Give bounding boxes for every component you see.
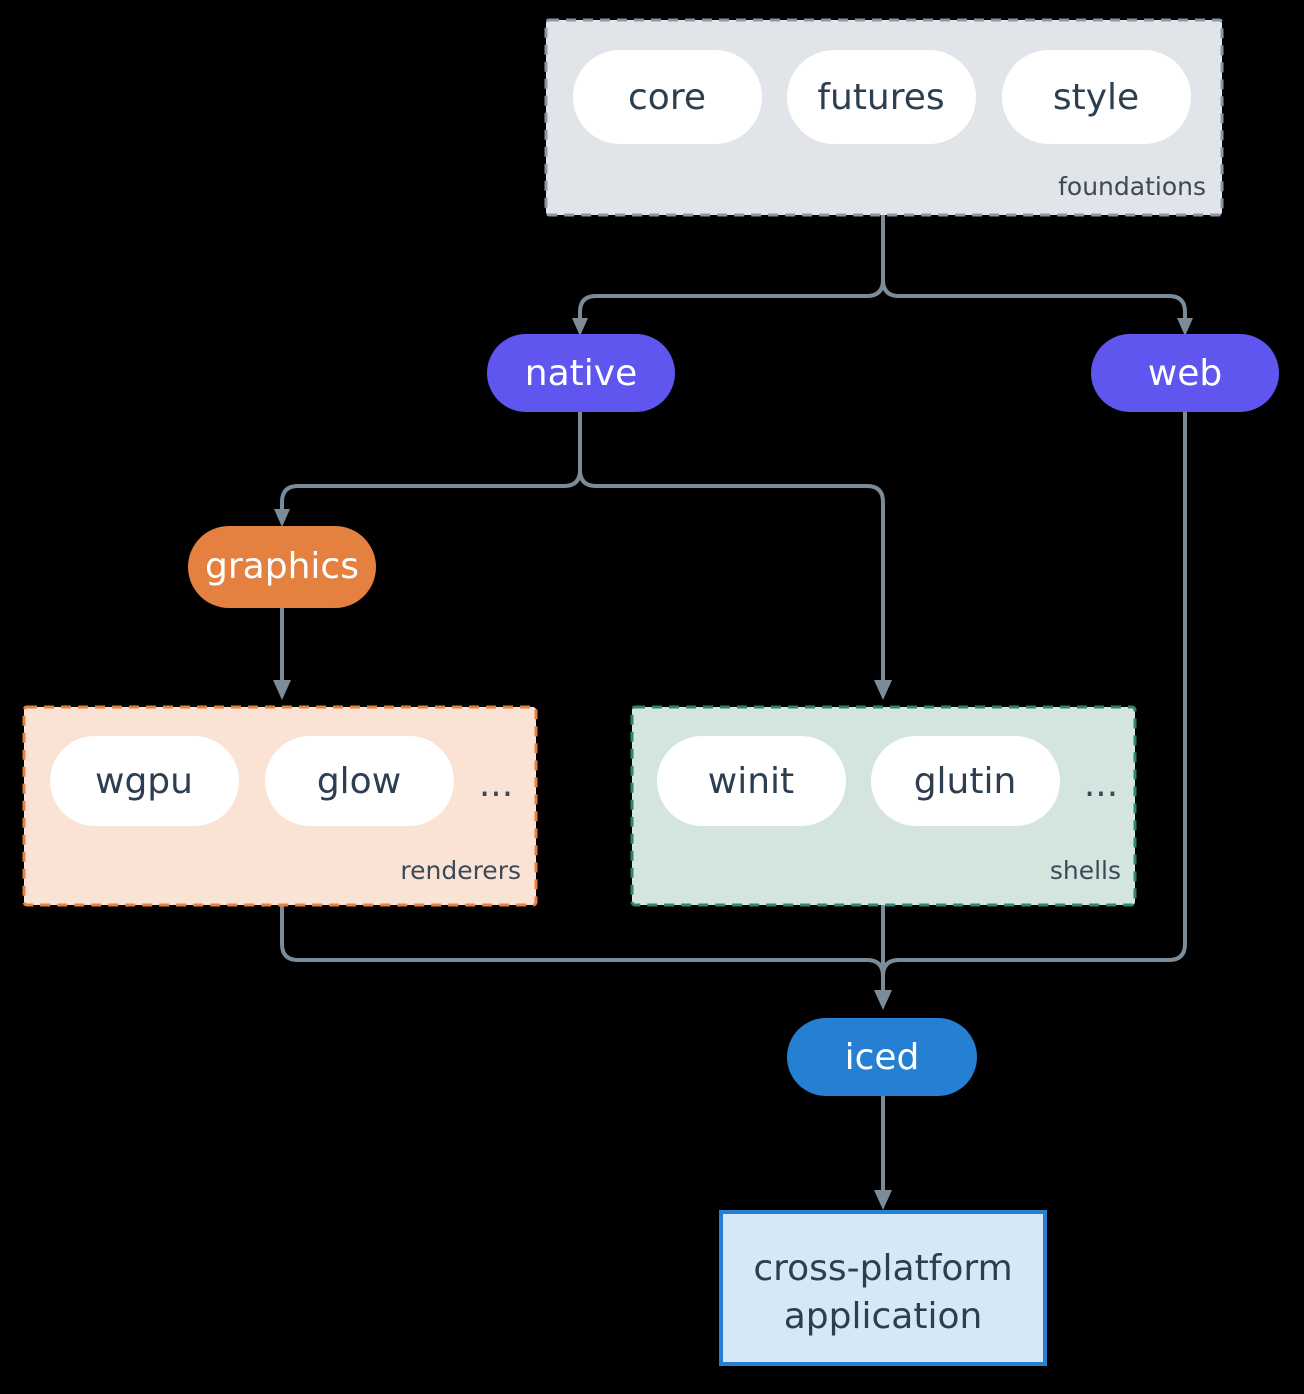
arrowhead-to-iced	[874, 990, 892, 1010]
leaf-wgpu-label: wgpu	[95, 761, 193, 802]
leaf-wgpu[interactable]: wgpu	[50, 736, 239, 826]
node-web-label: web	[1148, 353, 1222, 394]
leaf-futures-pill	[787, 50, 976, 144]
leaf-core[interactable]: core	[573, 50, 762, 144]
leaf-winit-pill	[657, 736, 846, 826]
node-graphics[interactable]: graphics	[188, 526, 376, 608]
terminal-cross-platform-application[interactable]: cross-platform application	[719, 1210, 1047, 1366]
arrowhead-iced-to-application	[874, 1190, 892, 1210]
group-foundations-label: foundations	[1058, 172, 1206, 201]
node-native-shape	[487, 334, 675, 412]
edge-foundations-to-web	[881, 213, 1187, 324]
leaf-glow-pill	[265, 736, 454, 826]
edge-foundations-to-native	[578, 213, 885, 324]
leaf-glutin-label: glutin	[914, 761, 1017, 802]
edge-layer	[273, 213, 1193, 1210]
node-native[interactable]: native	[487, 334, 675, 412]
leaf-renderers-ellipsis: ...	[479, 764, 513, 805]
node-iced-label: iced	[845, 1037, 920, 1078]
arrowhead-foundations-to-native	[572, 318, 588, 336]
node-iced-shape	[787, 1018, 977, 1096]
leaf-glow[interactable]: glow	[265, 736, 454, 826]
leaf-style[interactable]: style	[1002, 50, 1191, 144]
node-graphics-label: graphics	[205, 546, 359, 587]
leaf-futures-label: futures	[817, 77, 944, 118]
leaf-shells-ellipsis: ...	[1084, 764, 1118, 805]
group-renderers[interactable]: wgpu glow ... renderers	[22, 705, 538, 907]
node-native-label: native	[525, 353, 637, 394]
leaf-core-pill	[573, 50, 762, 144]
arrowhead-graphics-to-renderers	[273, 680, 291, 700]
leaf-glow-label: glow	[317, 761, 401, 802]
leaf-style-label: style	[1053, 77, 1139, 118]
arrowhead-native-to-shells	[874, 680, 892, 700]
arrowhead-native-to-graphics	[274, 509, 290, 527]
edge-renderers-to-iced	[280, 903, 885, 994]
group-renderers-label: renderers	[400, 856, 521, 885]
edge-native-to-shells	[578, 410, 885, 684]
arrowhead-foundations-to-web	[1177, 318, 1193, 336]
node-iced[interactable]: iced	[787, 1018, 977, 1096]
edge-native-to-graphics	[280, 410, 582, 514]
leaf-futures[interactable]: futures	[787, 50, 976, 144]
group-foundations[interactable]: core futures style foundations	[544, 18, 1224, 217]
edge-web-to-iced	[881, 410, 1187, 994]
leaf-glutin[interactable]: glutin	[871, 736, 1060, 826]
group-shells[interactable]: winit glutin ... shells	[630, 705, 1137, 907]
application-label-line2: application	[784, 1296, 983, 1337]
application-label-line1: cross-platform	[753, 1248, 1012, 1289]
leaf-core-label: core	[628, 77, 706, 118]
group-shells-label: shells	[1050, 856, 1121, 885]
leaf-winit[interactable]: winit	[657, 736, 846, 826]
leaf-winit-label: winit	[708, 761, 794, 802]
node-web-shape	[1091, 334, 1279, 412]
node-graphics-shape	[188, 526, 376, 608]
leaf-glutin-pill	[871, 736, 1060, 826]
leaf-style-pill	[1002, 50, 1191, 144]
node-web[interactable]: web	[1091, 334, 1279, 412]
application-box	[719, 1210, 1047, 1366]
leaf-wgpu-pill	[50, 736, 239, 826]
